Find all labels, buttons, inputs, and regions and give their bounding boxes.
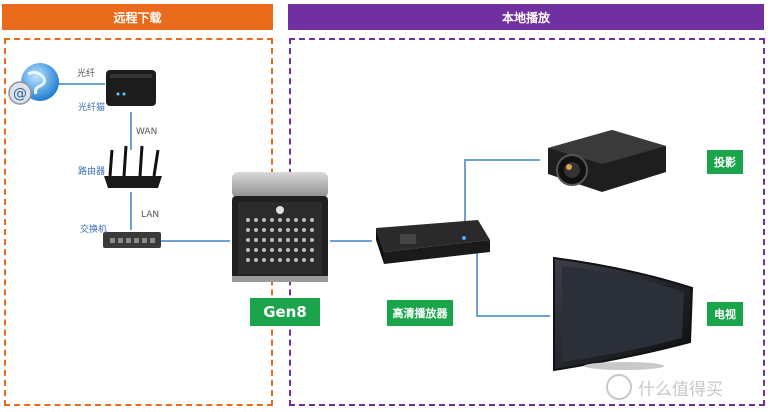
remote-section-banner: 远程下载 bbox=[2, 4, 273, 30]
watermark-logo-icon bbox=[606, 374, 632, 400]
player-label: 高清播放器 bbox=[392, 307, 448, 320]
modem-label: 光纤猫 bbox=[78, 103, 106, 113]
media-player-icon bbox=[376, 220, 490, 264]
local-section-banner: 本地播放 bbox=[288, 4, 764, 30]
projector-label: 投影 bbox=[714, 156, 736, 169]
watermark: 什么值得买 bbox=[606, 374, 723, 400]
router-label: 路由器 bbox=[78, 167, 106, 177]
remote-section-title: 远程下载 bbox=[113, 10, 162, 25]
local-section-title: 本地播放 bbox=[501, 10, 550, 25]
player-tv-link bbox=[476, 253, 550, 317]
lan-label: LAN bbox=[141, 210, 160, 220]
wifi-router-icon bbox=[104, 145, 162, 188]
server-tag: Gen8 bbox=[250, 298, 320, 326]
microserver-icon bbox=[232, 172, 328, 282]
fiber-modem-icon bbox=[106, 70, 156, 106]
player-tag: 高清播放器 bbox=[387, 300, 453, 326]
curved-tv-icon bbox=[553, 256, 694, 372]
server-label: Gen8 bbox=[263, 303, 307, 321]
network-switch-icon bbox=[103, 232, 161, 248]
globe-email-icon: @ bbox=[8, 63, 59, 105]
switch-label: 交换机 bbox=[80, 225, 108, 235]
player-projector-link bbox=[464, 159, 540, 225]
fiber-label: 光纤 bbox=[77, 69, 96, 79]
watermark-text: 什么值得买 bbox=[638, 379, 723, 400]
svg-text:@: @ bbox=[13, 86, 27, 102]
projector-icon bbox=[548, 130, 666, 192]
projector-tag: 投影 bbox=[707, 150, 743, 174]
tv-label: 电视 bbox=[714, 308, 736, 321]
tv-tag: 电视 bbox=[707, 302, 743, 326]
wan-label: WAN bbox=[136, 127, 158, 137]
